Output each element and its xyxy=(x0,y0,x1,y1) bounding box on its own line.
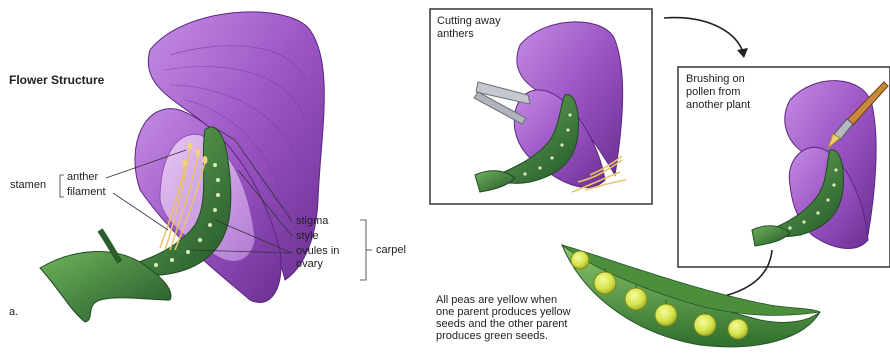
arrow-step1-to-step2 xyxy=(664,18,743,52)
large-flower xyxy=(40,12,324,322)
step-cutting-line2: anthers xyxy=(437,28,501,41)
label-ovules-line2: ovary xyxy=(296,258,323,271)
diagram-title: Flower Structure xyxy=(9,73,104,87)
step-cutting-line1: Cutting away xyxy=(437,15,501,28)
label-carpel: carpel xyxy=(376,244,406,257)
label-filament: filament xyxy=(67,186,106,199)
label-anther: anther xyxy=(67,171,98,184)
label-stamen: stamen xyxy=(10,179,46,192)
caption-line3: seeds and the other parent xyxy=(436,318,571,330)
panel-letter: a. xyxy=(9,306,18,319)
caption-line2: one parent produces yellow xyxy=(436,306,571,318)
step-brushing-line2: pollen from xyxy=(686,86,750,99)
step-cutting-text: Cutting away anthers xyxy=(437,15,501,41)
caption-line1: All peas are yellow when xyxy=(436,294,571,306)
label-stigma: stigma xyxy=(296,215,328,228)
label-style: style xyxy=(296,230,319,243)
step-brushing-text: Brushing on pollen from another plant xyxy=(686,73,750,112)
caption: All peas are yellow when one parent prod… xyxy=(436,294,571,342)
step-brushing-line3: another plant xyxy=(686,99,750,112)
step-brushing-line1: Brushing on xyxy=(686,73,750,86)
caption-line4: produces green seeds. xyxy=(436,330,571,342)
label-ovules-line1: ovules in xyxy=(296,245,339,258)
